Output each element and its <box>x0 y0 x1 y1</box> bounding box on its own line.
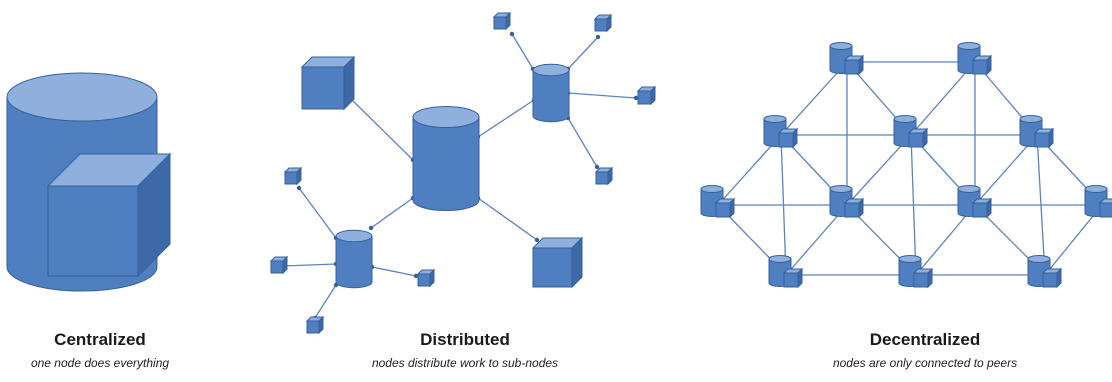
connection-line <box>567 117 598 168</box>
connection-line <box>567 92 637 99</box>
connection-line <box>298 187 337 239</box>
peer-node-8 <box>957 184 993 219</box>
distributed-leaf-node-4 <box>594 166 614 186</box>
distributed-leaf-node-8 <box>305 315 325 335</box>
peer-node-4 <box>893 114 929 149</box>
connection-line <box>780 61 848 136</box>
peer-node-7 <box>829 184 865 219</box>
decentralized-caption: Decentralized nodes are only connected t… <box>760 330 1090 370</box>
centralized-subtitle: one node does everything <box>30 356 170 370</box>
peer-node-11 <box>898 254 934 289</box>
decentralized-title: Decentralized <box>869 330 981 349</box>
distributed-subtitle: nodes distribute work to sub-nodes <box>371 356 559 370</box>
decentralized-subtitle: nodes are only connected to peers <box>832 356 1018 370</box>
peer-node-9 <box>1084 184 1112 218</box>
distributed-leaf-node-3 <box>636 85 657 106</box>
distributed-node-bottomright <box>531 236 584 289</box>
distributed-caption: Distributed nodes distribute work to sub… <box>295 330 635 370</box>
centralized-node <box>6 72 172 292</box>
peer-node-5 <box>1019 114 1055 149</box>
distributed-leaf-node-5 <box>283 166 303 186</box>
distributed-subnode-b <box>335 229 373 289</box>
peer-node-12 <box>1027 254 1063 289</box>
peer-node-2 <box>957 41 993 76</box>
distributed-nodes <box>269 11 657 335</box>
distributed-node-topleft <box>300 55 356 111</box>
peer-node-3 <box>763 114 799 149</box>
peer-node-1 <box>829 41 865 76</box>
connection-line <box>371 266 417 277</box>
distributed-leaf-node-6 <box>269 255 289 275</box>
distributed-leaf-node-2 <box>593 13 613 33</box>
connection-line <box>477 197 538 241</box>
distributed-subnode-a <box>532 63 570 123</box>
decentralized-links <box>715 59 1105 278</box>
centralized-caption: Centralized one node does everything <box>0 330 200 370</box>
connection-line <box>910 61 976 136</box>
connection-line <box>477 99 535 138</box>
connection-line <box>511 33 534 70</box>
connection-line <box>348 96 414 161</box>
distributed-hub <box>412 105 480 212</box>
decentralized-nodes <box>700 41 1112 289</box>
peer-node-10 <box>768 254 804 289</box>
connection-line <box>314 284 337 319</box>
connection-line <box>567 36 599 70</box>
distributed-title: Distributed <box>420 330 510 349</box>
distributed-leaf-node-7 <box>416 268 436 288</box>
centralized-title: Centralized <box>54 330 146 349</box>
connection-line <box>370 197 414 229</box>
connection-line <box>282 263 337 267</box>
peer-node-6 <box>700 184 736 219</box>
distributed-leaf-node-1 <box>492 11 512 31</box>
